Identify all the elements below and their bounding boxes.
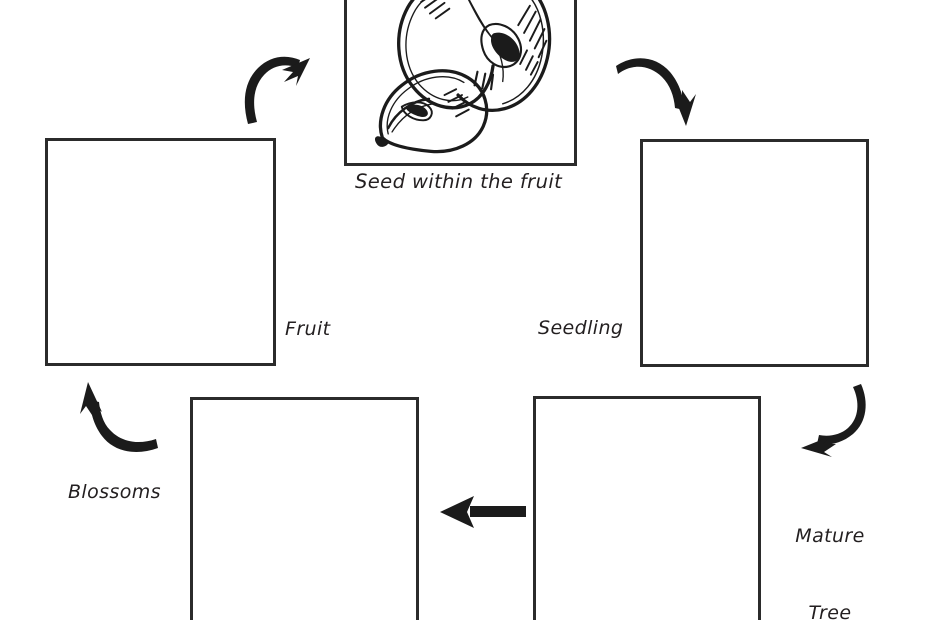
apple-seed-shape (490, 32, 520, 62)
arrow-seed-to-seedling (612, 48, 702, 128)
stage-box-mature-tree[interactable] (533, 396, 761, 620)
stage-label-mature-tree-line2: Tree (808, 602, 852, 620)
arrow-seedling-to-mature-tree (795, 378, 879, 458)
arrow-fruit-to-seed (238, 48, 318, 126)
stage-label-mature-tree: Mature Tree (790, 473, 870, 620)
stage-box-seedling[interactable] (640, 139, 869, 367)
stage-label-mature-tree-line1: Mature (795, 525, 865, 548)
stage-box-blossoms[interactable] (190, 397, 419, 620)
arrow-blossoms-to-fruit (80, 380, 164, 460)
stage-label-blossoms: Blossoms (68, 481, 161, 503)
arrow-mature-tree-to-blossoms (440, 492, 526, 532)
stage-label-seedling: Seedling (538, 317, 624, 339)
stage-box-seed[interactable] (344, 0, 577, 166)
stage-label-seed: Seed within the fruit (355, 170, 563, 193)
apple-seed-illustration (374, 0, 552, 154)
stage-label-fruit: Fruit (285, 318, 331, 340)
stage-box-fruit[interactable] (45, 138, 276, 366)
